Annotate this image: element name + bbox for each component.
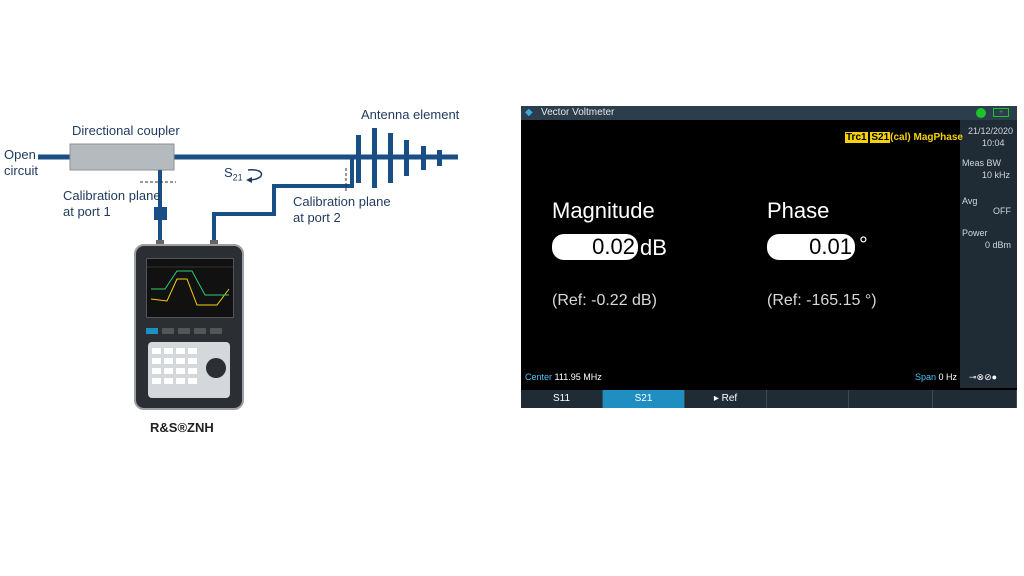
- device-screen-traces: [147, 266, 233, 306]
- center-frequency[interactable]: Center 111.95 MHz: [525, 372, 602, 382]
- phase-value[interactable]: 0.01: [767, 234, 855, 260]
- date-readout: 21/12/2020: [968, 126, 1014, 136]
- port1-connector: [154, 207, 167, 220]
- calibration-plane-1-label: Calibration plane at port 1: [63, 188, 161, 219]
- directional-coupler-label: Directional coupler: [72, 123, 180, 138]
- phase-unit: °: [859, 232, 868, 257]
- device-name-label: R&S®ZNH: [150, 420, 214, 435]
- trace-info[interactable]: Trc1 S21(cal) MagPhase: [845, 132, 963, 143]
- port2-cable: [212, 157, 354, 245]
- rs-logo-icon: ◆: [525, 107, 533, 118]
- softkey-s11[interactable]: S11: [521, 390, 603, 408]
- meas-bw-value[interactable]: 10 kHz: [982, 170, 1011, 180]
- softkey-4[interactable]: [767, 390, 849, 408]
- trace-param: S21: [870, 132, 891, 143]
- antenna-element-label: Antenna element: [361, 107, 460, 122]
- magnitude-unit: dB: [640, 235, 667, 260]
- directional-coupler-box: [69, 143, 175, 171]
- trace-cal: (cal): [890, 132, 911, 143]
- power-label[interactable]: Power: [962, 228, 988, 238]
- app-title: Vector Voltmeter: [541, 107, 615, 118]
- antenna-element: [356, 128, 442, 188]
- meas-bw-label[interactable]: Meas BW: [962, 158, 1002, 168]
- softkey-6[interactable]: [933, 390, 1017, 408]
- phase-ref: (Ref: -165.15 °): [767, 292, 877, 309]
- softkey-ref[interactable]: ▸ Ref: [685, 390, 767, 408]
- trace-format: MagPhase: [913, 132, 963, 143]
- magnitude-label: Magnitude: [552, 198, 655, 223]
- calibration-plane-2-label: Calibration plane at port 2: [293, 194, 391, 225]
- battery-icon: +: [993, 108, 1009, 117]
- title-bar: ◆ Vector Voltmeter +: [521, 106, 1017, 120]
- s21-label: S21: [224, 165, 243, 183]
- time-readout: 10:04: [982, 138, 1005, 148]
- open-circuit-label: Open circuit: [4, 147, 38, 178]
- center-label: Center: [525, 372, 553, 382]
- softkey-s21[interactable]: S21: [603, 390, 685, 408]
- avg-label[interactable]: Avg: [962, 196, 978, 206]
- device-screen: [146, 258, 234, 318]
- znh-device: [134, 244, 244, 410]
- magnitude-ref: (Ref: -0.22 dB): [552, 292, 657, 309]
- avg-value[interactable]: OFF: [993, 206, 1011, 216]
- softkey-5[interactable]: [849, 390, 933, 408]
- status-led-icon: [976, 108, 986, 118]
- span-value: 0 Hz: [938, 372, 958, 382]
- span-readout[interactable]: Span 0 Hz: [915, 372, 957, 382]
- trace-id: Trc1: [845, 132, 868, 143]
- measurement-setup-diagram: [38, 128, 458, 248]
- vector-voltmeter-screen: ◆ Vector Voltmeter + 21/12/2020 10:04 Me…: [521, 106, 1017, 408]
- softkey-bar: S11 S21 ▸ Ref: [521, 390, 1017, 408]
- status-sidebar: 21/12/2020 10:04 Meas BW 10 kHz Avg OFF …: [960, 120, 1017, 388]
- connection-status-icon: ⊸⊗⊘●: [969, 372, 998, 382]
- span-label: Span: [915, 372, 937, 382]
- power-value[interactable]: 0 dBm: [985, 240, 1012, 250]
- device-keypad: [144, 328, 234, 400]
- phase-label: Phase: [767, 198, 830, 223]
- magnitude-value[interactable]: 0.02: [552, 234, 638, 260]
- center-value: 111.95 MHz: [554, 372, 602, 382]
